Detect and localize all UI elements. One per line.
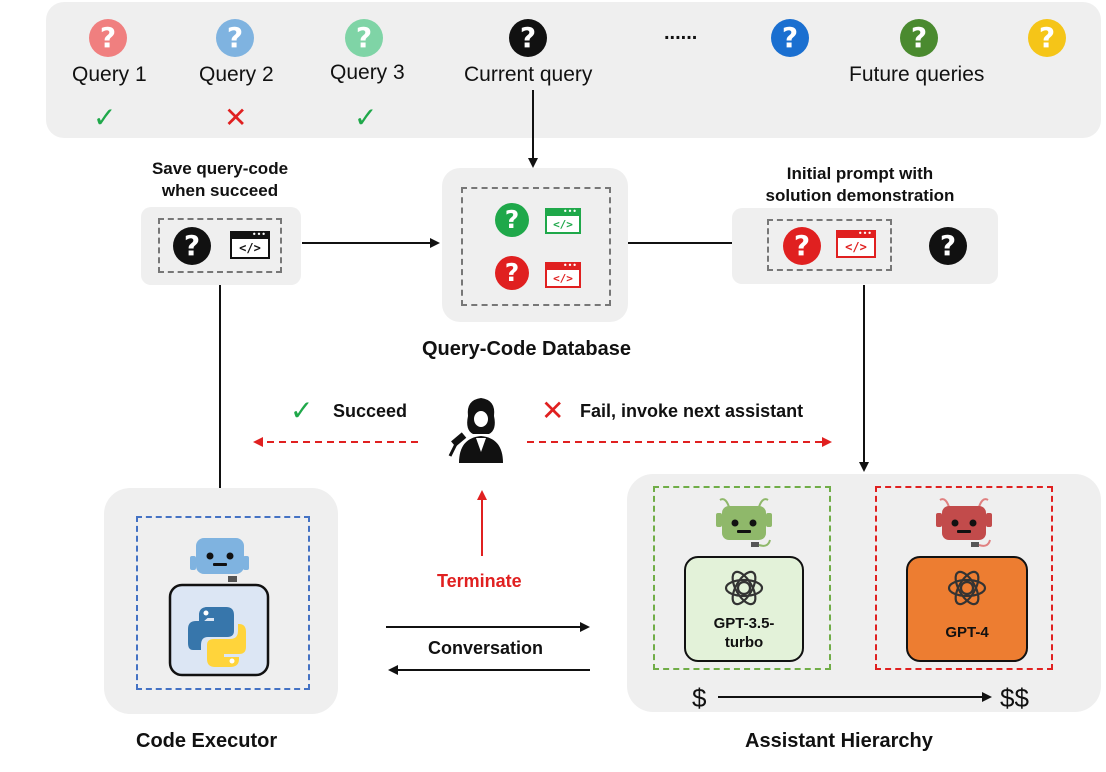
query-3-label: Query 3 xyxy=(330,61,405,84)
cost-low-label: $ xyxy=(692,683,707,713)
query-3-icon: ? xyxy=(345,19,383,57)
success-code-icon: ••• </> xyxy=(545,208,581,234)
failed-code-icon: ••• </> xyxy=(545,262,581,288)
gpt4-robot-icon xyxy=(936,498,992,547)
prompt-demo-dashed xyxy=(767,219,892,271)
ellipsis: ...... xyxy=(664,22,698,44)
prompt-current-query-icon: ? xyxy=(929,227,967,265)
future-query-icon: ? xyxy=(900,19,938,57)
prompt-box-title-line1: Initial prompt with xyxy=(786,164,934,183)
gpt35-name-line2: turbo xyxy=(724,634,764,651)
fail-label: Fail, invoke next assistant xyxy=(580,401,804,421)
code-executor-label: Code Executor xyxy=(136,730,278,752)
demo-code-icon: ••• </> xyxy=(836,230,876,258)
failed-query-icon: ? xyxy=(495,256,529,290)
demo-query-icon: ? xyxy=(783,227,821,265)
saved-query-icon: ? xyxy=(173,227,211,265)
save-box-dashed xyxy=(158,218,282,273)
future-query-icon: ? xyxy=(771,19,809,57)
executor-robot-icon xyxy=(190,538,249,582)
gpt35-name: GPT-3.5- turbo xyxy=(684,614,804,652)
save-box-title-line1: Save query-code xyxy=(151,159,289,178)
query-2-icon: ? xyxy=(216,19,254,57)
fail-cross-icon: ✕ xyxy=(541,394,565,427)
database-panel xyxy=(442,168,628,322)
cost-high-label: $$ xyxy=(1000,683,1029,713)
prompt-box-title: Initial prompt with solution demonstrati… xyxy=(735,163,985,207)
gpt4-dashed xyxy=(875,486,1053,670)
saved-code-icon: ••• </> xyxy=(230,231,270,259)
prompt-box-title-line2: solution demonstration xyxy=(765,186,955,205)
current-query-icon: ? xyxy=(509,19,547,57)
gpt35-dashed xyxy=(653,486,831,670)
check-icon: ✓ xyxy=(354,101,378,134)
check-icon: ✓ xyxy=(93,101,117,134)
succeed-label: Succeed xyxy=(333,401,408,421)
gpt4-card xyxy=(906,556,1028,662)
query-1-icon: ? xyxy=(89,19,127,57)
future-query-icon: ? xyxy=(1028,19,1066,57)
gpt35-robot-icon xyxy=(716,498,772,547)
current-query-label: Current query xyxy=(464,63,593,86)
assistant-hierarchy-label: Assistant Hierarchy xyxy=(745,730,933,752)
query-2-label: Query 2 xyxy=(199,63,274,86)
terminate-label: Terminate xyxy=(437,571,522,591)
python-logo-icon xyxy=(188,607,246,667)
openai-logo-icon xyxy=(947,570,987,606)
gpt35-card xyxy=(684,556,804,662)
code-executor-dashed xyxy=(136,516,310,690)
succeed-check-icon: ✓ xyxy=(290,394,314,427)
success-query-icon: ? xyxy=(495,203,529,237)
save-box-title-line2: when succeed xyxy=(161,181,279,200)
gpt4-name: GPT-4 xyxy=(945,624,989,641)
openai-logo-icon xyxy=(724,570,764,606)
cross-icon: ✕ xyxy=(224,101,248,134)
future-queries-label: Future queries xyxy=(849,63,985,86)
query-1-label: Query 1 xyxy=(72,63,147,86)
judge-icon xyxy=(448,398,503,463)
save-box-title: Save query-code when succeed xyxy=(120,158,320,202)
gpt35-name-line1: GPT-3.5- xyxy=(713,615,775,632)
conversation-label: Conversation xyxy=(428,638,544,658)
database-label: Query-Code Database xyxy=(422,338,631,360)
database-dashed xyxy=(461,187,611,306)
